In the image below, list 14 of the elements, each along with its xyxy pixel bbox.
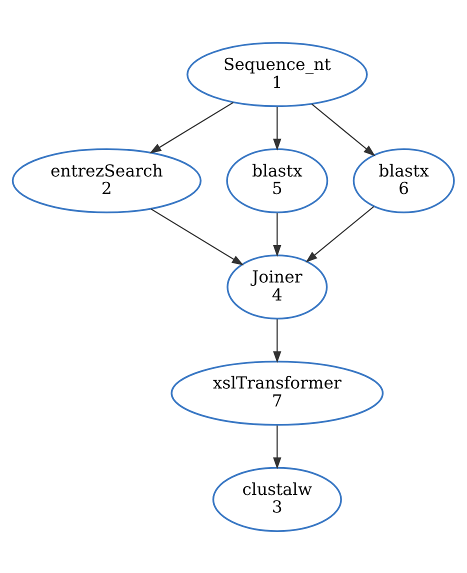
arrow <box>273 425 282 469</box>
node-ellipse: entrezSearch 2 <box>12 148 202 213</box>
node-ellipse: Sequence_nt 1 <box>186 42 368 107</box>
arrow <box>273 318 282 363</box>
arrow <box>306 206 374 262</box>
arrow <box>150 101 234 154</box>
node-ellipse: blastx 5 <box>226 148 328 213</box>
arrow <box>273 106 282 150</box>
arrow <box>273 212 282 256</box>
node-ellipse: xslTransformer 7 <box>170 360 384 426</box>
node-ellipse: blastx 6 <box>352 148 455 213</box>
arrow <box>150 208 244 265</box>
arrow <box>311 103 376 156</box>
node-ellipse: clustalw 3 <box>212 466 342 532</box>
